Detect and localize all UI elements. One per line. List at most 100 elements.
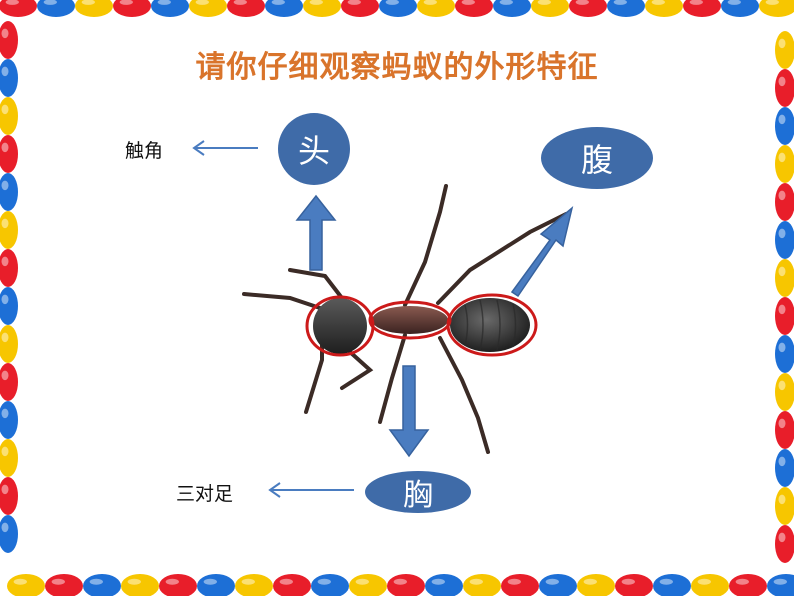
border-bean <box>265 0 303 17</box>
border-bean <box>683 0 721 17</box>
border-bean <box>159 574 197 596</box>
border-bean-shine <box>89 578 103 585</box>
abdomen-label: 腹 <box>580 141 613 179</box>
border-bean <box>455 0 493 17</box>
ant-head <box>313 298 367 354</box>
border-bean <box>0 477 18 515</box>
page-title: 请你仔细观察蚂蚁的外形特征 <box>195 50 599 85</box>
border-bean-shine <box>778 456 786 467</box>
border-bean-shine <box>1 142 9 153</box>
antenna-label: 触角 <box>125 140 164 162</box>
border-bean <box>121 574 159 596</box>
border-bean-shine <box>165 578 179 585</box>
border-bean-shine <box>393 578 407 585</box>
arrow-to-legs <box>268 482 354 498</box>
border-bean <box>349 574 387 596</box>
border-bean <box>7 574 45 596</box>
border-bean-shine <box>1 180 9 191</box>
border-bean <box>303 0 341 17</box>
legs-label: 三对足 <box>176 483 234 505</box>
border-bean-shine <box>317 578 331 585</box>
border-bean-shine <box>621 578 635 585</box>
border-bean <box>775 183 794 221</box>
border-bean-shine <box>271 0 285 5</box>
border-bean-shine <box>119 0 133 5</box>
border-bean <box>227 0 265 17</box>
border-bean-shine <box>499 0 513 5</box>
border-bean <box>493 0 531 17</box>
border-bean <box>0 21 18 59</box>
border-bean-shine <box>778 342 786 353</box>
border-bean-shine <box>355 578 369 585</box>
border-bean <box>37 0 75 17</box>
border-bean-shine <box>778 304 786 315</box>
border-bean-shine <box>43 0 57 5</box>
border-bean <box>729 574 767 596</box>
border-bean-shine <box>778 228 786 239</box>
border-bean-shine <box>157 0 171 5</box>
border-bean <box>775 373 794 411</box>
border-bean-shine <box>778 532 786 543</box>
border-bean <box>569 0 607 17</box>
border-bean <box>0 515 18 553</box>
border-bean-shine <box>241 578 255 585</box>
border-bean-shine <box>507 578 521 585</box>
border-bean-shine <box>778 266 786 277</box>
border-bean-shine <box>127 578 141 585</box>
border-bean <box>501 574 539 596</box>
border-bean <box>759 0 794 17</box>
border-bean-shine <box>5 0 19 5</box>
border-bean <box>775 449 794 487</box>
ant-abdomen <box>450 298 530 352</box>
border-bean-shine <box>431 578 445 585</box>
border-bean-shine <box>195 0 209 5</box>
border-bean-shine <box>309 0 323 5</box>
border-bean-shine <box>1 218 9 229</box>
border-bean <box>615 574 653 596</box>
border-bean-shine <box>1 294 9 305</box>
border-bean-shine <box>51 578 65 585</box>
border-bean <box>387 574 425 596</box>
border-bean-shine <box>1 370 9 381</box>
border-bean-shine <box>537 0 551 5</box>
thorax-label: 胸 <box>403 478 433 513</box>
border-bean <box>45 574 83 596</box>
border-bean-shine <box>778 380 786 391</box>
border-bean-shine <box>1 104 9 115</box>
border-bean-shine <box>203 578 217 585</box>
border-bean <box>539 574 577 596</box>
border-bean-shine <box>1 408 9 419</box>
border-bean <box>151 0 189 17</box>
border-bean <box>775 145 794 183</box>
border-bean <box>113 0 151 17</box>
border-bean-shine <box>613 0 627 5</box>
border-bean <box>775 221 794 259</box>
border-bean-shine <box>1 446 9 457</box>
border-bean-shine <box>81 0 95 5</box>
border-bean-shine <box>778 418 786 429</box>
border-bean-shine <box>233 0 247 5</box>
border-bean <box>0 97 18 135</box>
border-bean <box>417 0 455 17</box>
arrow-to-antenna <box>192 140 258 156</box>
border-bean <box>0 363 18 401</box>
border-bean <box>463 574 501 596</box>
border-bean <box>0 439 18 477</box>
border-bean-shine <box>727 0 741 5</box>
border-bean-shine <box>689 0 703 5</box>
border-bean <box>0 173 18 211</box>
border-bean-shine <box>765 0 779 5</box>
border-bean <box>775 335 794 373</box>
border-bean-shine <box>279 578 293 585</box>
border-bean-shine <box>13 578 27 585</box>
border-bean-shine <box>659 578 673 585</box>
border-bean <box>775 69 794 107</box>
head-label: 头 <box>297 132 330 170</box>
border-bean <box>341 0 379 17</box>
border-bean-shine <box>1 332 9 343</box>
border-bean <box>531 0 569 17</box>
border-bean <box>0 211 18 249</box>
border-bean-shine <box>1 256 9 267</box>
